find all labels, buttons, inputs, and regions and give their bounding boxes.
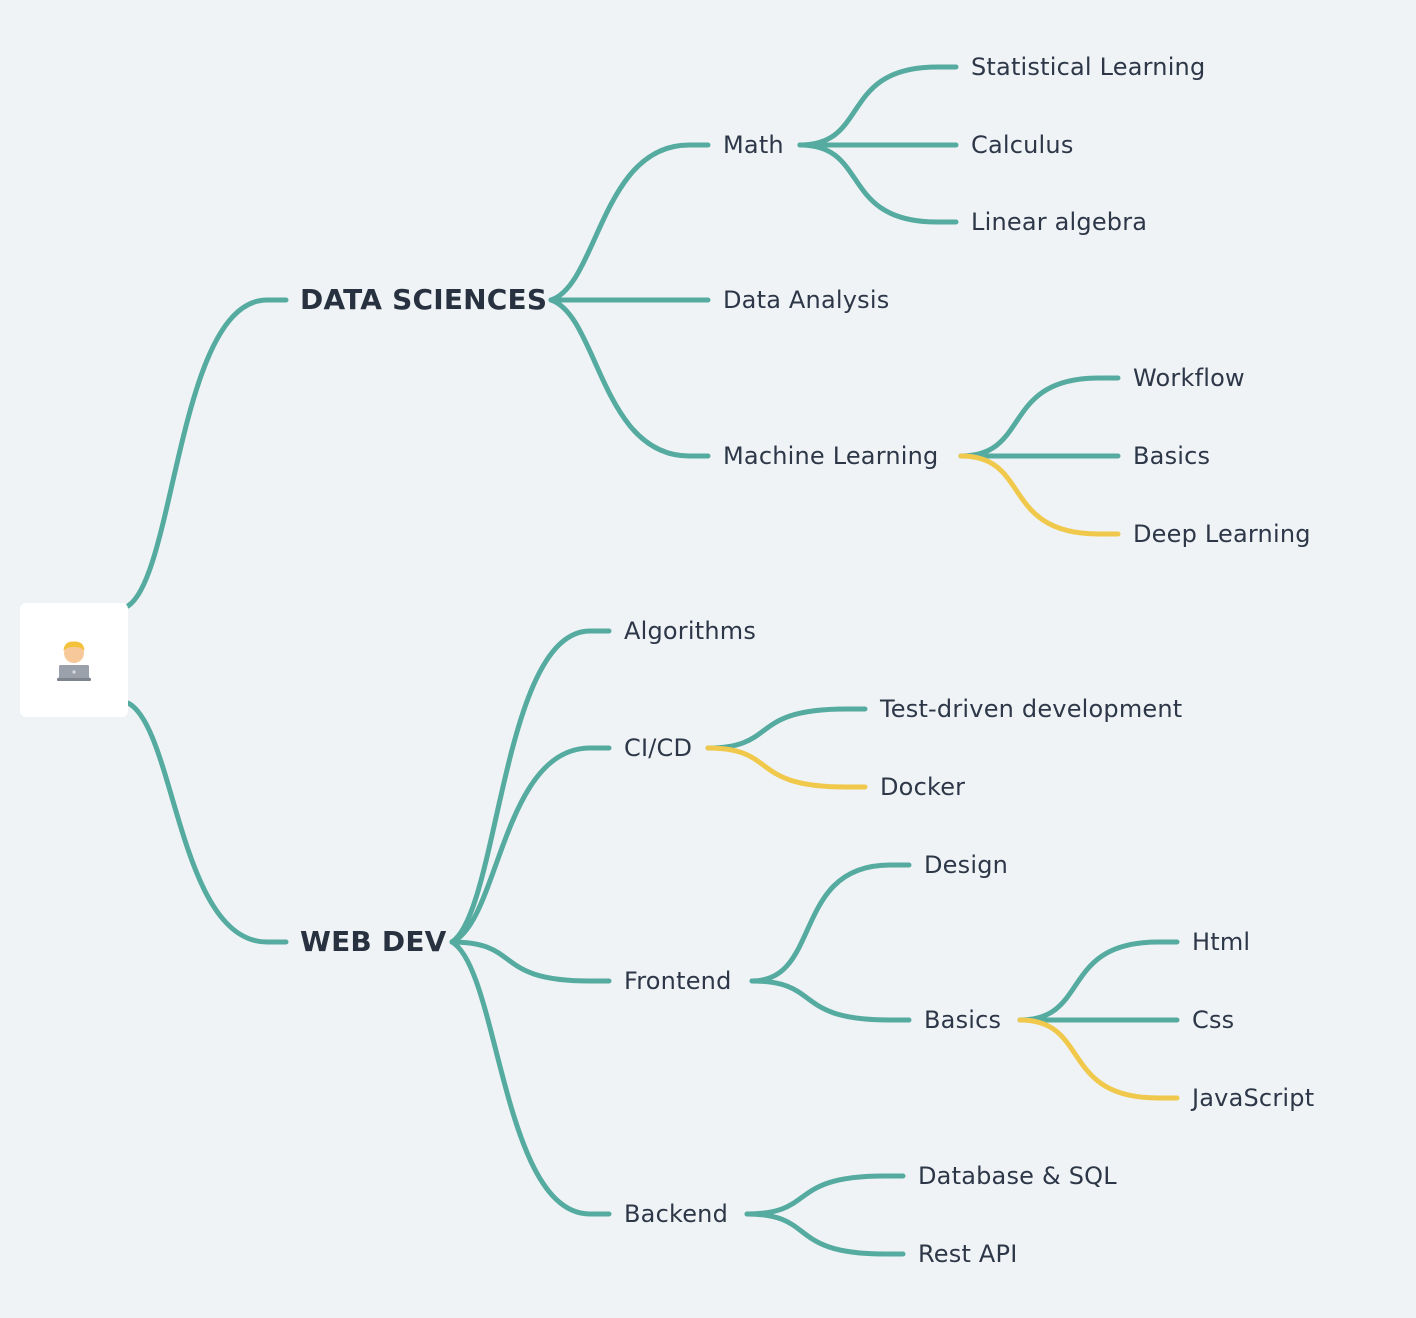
node-machine-learning[interactable]: Machine Learning: [723, 442, 939, 470]
node-data-analysis[interactable]: Data Analysis: [723, 286, 890, 314]
edge-root-data-sciences: [125, 297, 289, 609]
edge-math-linear-algebra: [797, 142, 959, 225]
node-data-sciences[interactable]: DATA SCIENCES: [300, 283, 548, 316]
node-html[interactable]: Html: [1192, 928, 1251, 956]
edge-cicd-tdd: [705, 706, 868, 751]
node-math[interactable]: Math: [723, 131, 784, 159]
edge-backend-rest-api: [744, 1211, 906, 1257]
node-ml-basics[interactable]: Basics: [1133, 442, 1211, 470]
node-calculus[interactable]: Calculus: [971, 131, 1074, 159]
node-statistical-learning[interactable]: Statistical Learning: [971, 53, 1206, 81]
edge-backend-database-sql: [744, 1173, 906, 1217]
edge-cicd-docker: [705, 745, 868, 790]
edge-frontend-design: [749, 862, 912, 984]
edge-root-web-dev: [125, 700, 289, 945]
node-deep-learning[interactable]: Deep Learning: [1133, 520, 1311, 548]
node-algorithms[interactable]: Algorithms: [624, 617, 757, 645]
node-docker[interactable]: Docker: [880, 773, 966, 801]
edge-ds-machine-learning: [548, 297, 711, 459]
node-cicd[interactable]: CI/CD: [624, 734, 693, 762]
edge-math-statistical-learning: [797, 64, 959, 148]
node-workflow[interactable]: Workflow: [1133, 364, 1245, 392]
edge-basics-javascript: [1017, 1017, 1180, 1101]
edge-web-backend: [449, 939, 612, 1217]
edge-ml-deep-learning: [958, 453, 1121, 537]
node-rest-api[interactable]: Rest API: [918, 1240, 1018, 1268]
node-frontend-basics[interactable]: Basics: [924, 1006, 1002, 1034]
edge-frontend-basics: [749, 978, 912, 1023]
edge-basics-html: [1017, 939, 1180, 1023]
node-web-dev[interactable]: WEB DEV: [300, 925, 447, 958]
edge-web-frontend: [449, 939, 612, 984]
node-linear-algebra[interactable]: Linear algebra: [971, 208, 1148, 236]
person-at-laptop-icon: [57, 641, 91, 681]
node-test-driven-development[interactable]: Test-driven development: [880, 695, 1183, 723]
node-frontend[interactable]: Frontend: [624, 967, 732, 995]
node-design[interactable]: Design: [924, 851, 1009, 879]
node-backend[interactable]: Backend: [624, 1200, 729, 1228]
edge-ml-workflow: [958, 375, 1121, 459]
edge-web-algorithms: [449, 628, 612, 945]
edge-web-cicd: [449, 745, 612, 945]
node-database-sql[interactable]: Database & SQL: [918, 1162, 1117, 1190]
root-node[interactable]: [20, 603, 128, 717]
node-javascript[interactable]: JavaScript: [1192, 1084, 1315, 1112]
edge-ds-math: [548, 142, 711, 303]
node-css[interactable]: Css: [1192, 1006, 1235, 1034]
